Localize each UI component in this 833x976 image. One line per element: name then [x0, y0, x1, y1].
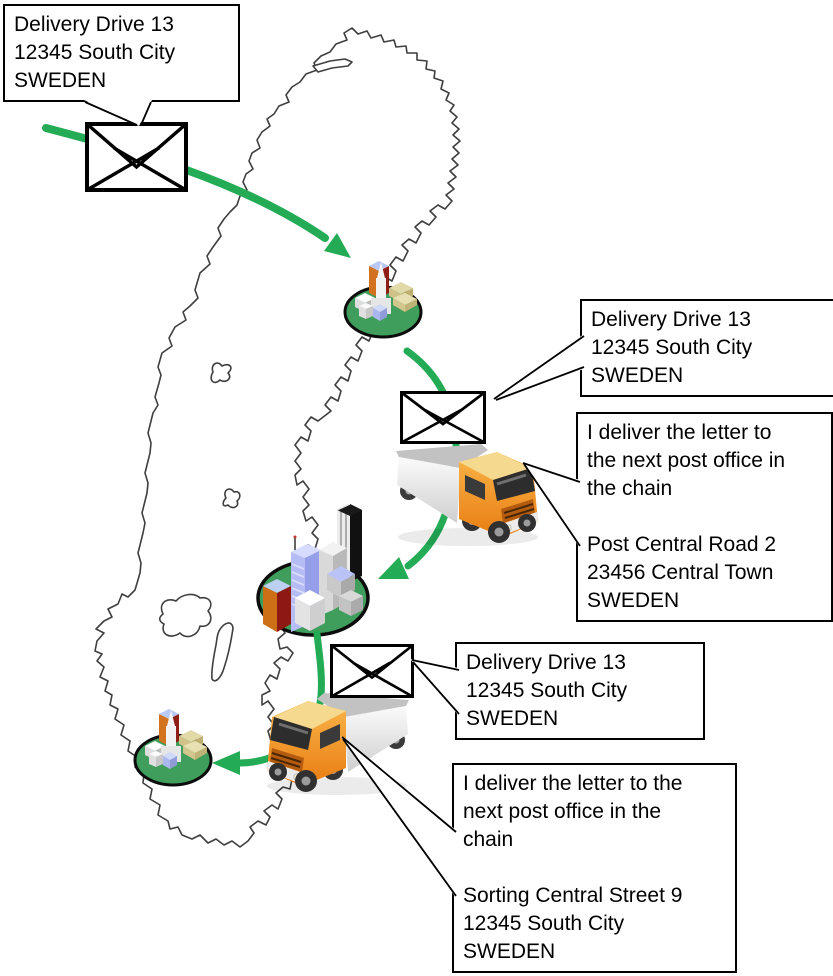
sweden-map-outline: [94, 27, 461, 848]
callout-line: [463, 854, 726, 882]
lake-vattern: [211, 622, 234, 682]
callout-line: Delivery Drive 13: [14, 13, 174, 36]
sweden-mainland: [94, 27, 461, 848]
callout-line: 12345 South City: [463, 912, 625, 935]
callout-truck2-letter-address: Delivery Drive 13 12345 South City SWEDE…: [455, 642, 705, 740]
callout-line: 12345 South City: [14, 41, 176, 64]
callout-line: 23456 Central Town: [587, 561, 774, 584]
callout-line: [587, 503, 822, 531]
callout-line: SWEDEN: [463, 940, 556, 963]
lake-north: [312, 58, 353, 73]
lake-vanern: [158, 593, 212, 638]
city-icon-central: [256, 503, 370, 637]
callout-line: 12345 South City: [466, 679, 628, 702]
callout-truck1-speech: I deliver the letter to the next post of…: [576, 412, 833, 622]
callout-truck2-speech: I deliver the letter to the next post of…: [452, 763, 737, 973]
callout-line: SWEDEN: [14, 69, 107, 92]
callout-line: Delivery Drive 13: [591, 308, 751, 331]
envelope-icon-2: [400, 391, 486, 444]
lake-mid-1: [210, 362, 232, 384]
callout-truck1-letter-address: Delivery Drive 13 12345 South City SWEDE…: [580, 299, 833, 397]
callout-line: SWEDEN: [466, 707, 559, 730]
callout-line: 12345 South City: [591, 336, 753, 359]
callout-line: SWEDEN: [587, 589, 680, 612]
callout-origin-address: Delivery Drive 13 12345 South City SWEDE…: [3, 4, 240, 102]
delivery-truck-icon-1: [394, 442, 540, 548]
callout-line: the chain: [587, 477, 673, 500]
callout-line: SWEDEN: [591, 364, 684, 387]
delivery-truck-icon-2: [265, 691, 411, 797]
callout-line: the next post office in: [587, 449, 786, 472]
callout-line: chain: [463, 828, 514, 851]
callout-line: Delivery Drive 13: [466, 651, 626, 674]
envelope-icon-3: [330, 644, 414, 698]
callout-line: Sorting Central Street 9: [463, 884, 683, 907]
envelope-icon-1: [85, 122, 188, 192]
callout-line: next post office in the: [463, 800, 662, 823]
callout-line: I deliver the letter to: [587, 421, 772, 444]
callout-line: Post Central Road 2: [587, 533, 777, 556]
callout-line: I deliver the letter to the: [463, 772, 683, 795]
lake-mid-2: [222, 488, 241, 509]
